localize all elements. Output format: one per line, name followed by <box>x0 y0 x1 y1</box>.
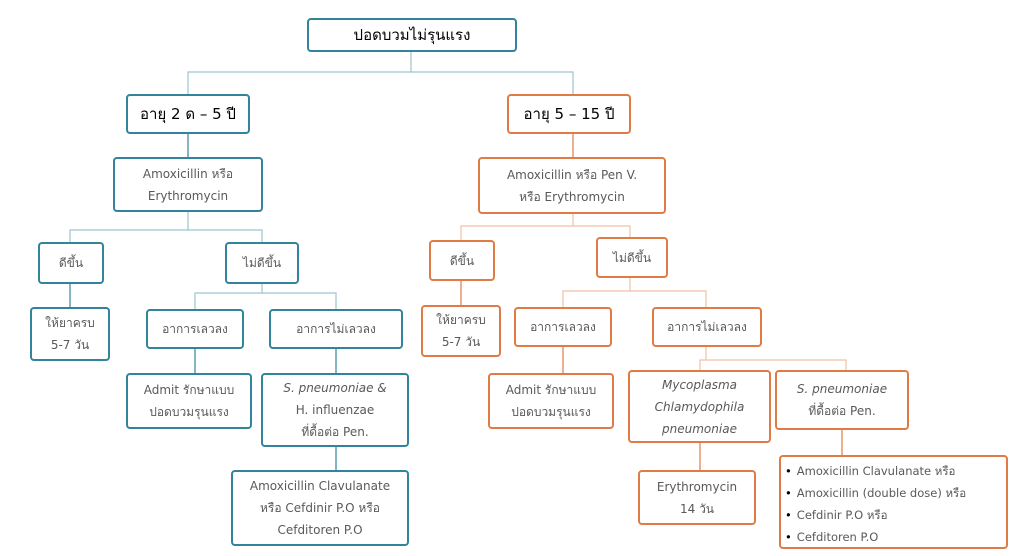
left-pathogen-line1: S. pneumoniae & <box>283 381 387 395</box>
connector-right-notbetter <box>630 290 707 307</box>
right-pathogen-node: S. pneumoniae ที่ดื้อต่อ Pen. <box>775 370 909 430</box>
connector-right-notbetter <box>562 278 631 307</box>
left-notworse-label: อาการไม่เลวลง <box>296 322 376 336</box>
bullet-icon: • <box>785 530 792 544</box>
left-treatment-line2: หรือ Cefdinir P.O หรือ <box>259 501 380 515</box>
list-item: •Amoxicillin Clavulanate หรือ <box>785 464 956 478</box>
right-notbetter-label: ไม่ดีขึ้น <box>612 250 652 265</box>
left-pathogen-line2: H. influenzae <box>295 403 375 417</box>
left-drug-line2: Erythromycin <box>147 188 229 203</box>
root-node: ปอดบวมไม่รุนแรง <box>307 18 517 52</box>
connector-right-notworse <box>699 347 707 370</box>
left-admit-line2: ปอดบวมรุนแรง <box>149 405 229 419</box>
right-worse-node: อาการเลวลง <box>514 307 612 347</box>
left-complete-line1: ให้ยาครบ <box>45 316 95 330</box>
right-myco-line1: Mycoplasma <box>662 377 737 392</box>
right-age-label: อายุ 5 – 15 ปี <box>523 105 615 123</box>
right-complete-line1: ให้ยาครบ <box>436 313 486 327</box>
right-admit-node: Admit รักษาแบบ ปอดบวมรุนแรง <box>488 373 614 429</box>
right-options-node: •Amoxicillin Clavulanate หรือ •Amoxicill… <box>779 455 1008 549</box>
left-better-node: ดีขึ้น <box>38 242 104 284</box>
left-age-node: อายุ 2 ด – 5 ปี <box>126 94 250 134</box>
connector-left-drug <box>69 212 189 242</box>
left-pathogen-node: S. pneumoniae & H. influenzae ที่ดื้อต่อ… <box>261 373 409 447</box>
left-admit-line1: Admit รักษาแบบ <box>143 383 235 397</box>
left-pathogen-line3: ที่ดื้อต่อ Pen. <box>301 425 369 439</box>
right-pathogen-line1: S. pneumoniae <box>796 382 888 396</box>
left-drug-node: Amoxicillin หรือ Erythromycin <box>113 157 263 212</box>
right-notworse-node: อาการไม่เลวลง <box>652 307 762 347</box>
right-drug-line2: หรือ Erythromycin <box>519 189 625 204</box>
left-treatment-node: Amoxicillin Clavulanate หรือ Cefdinir P.… <box>231 470 409 546</box>
connector-right-notworse <box>706 359 847 370</box>
bullet-icon: • <box>785 486 792 500</box>
connector-root <box>187 52 412 94</box>
connector-left-notbetter <box>262 292 337 309</box>
list-item: •Amoxicillin (double dose) หรือ <box>785 486 967 500</box>
bullet-icon: • <box>785 508 792 522</box>
right-better-node: ดีขึ้น <box>429 240 495 281</box>
right-notbetter-node: ไม่ดีขึ้น <box>596 237 668 278</box>
left-worse-label: อาการเลวลง <box>162 322 228 336</box>
right-admit-line1: Admit รักษาแบบ <box>505 383 597 397</box>
connector-left-notbetter <box>194 284 263 309</box>
right-notworse-label: อาการไม่เลวลง <box>667 320 747 334</box>
right-myco-node: Mycoplasma Chlamydophila pneumoniae <box>628 370 771 443</box>
right-erythromycin-line1: Erythromycin <box>656 479 738 494</box>
left-notbetter-label: ไม่ดีขึ้น <box>242 256 282 270</box>
bullet-icon: • <box>785 464 792 478</box>
right-admit-line2: ปอดบวมรุนแรง <box>511 405 591 419</box>
left-better-label: ดีขึ้น <box>58 256 84 270</box>
right-worse-label: อาการเลวลง <box>530 320 596 334</box>
left-admit-node: Admit รักษาแบบ ปอดบวมรุนแรง <box>126 373 252 429</box>
left-notworse-node: อาการไม่เลวลง <box>269 309 403 349</box>
right-myco-line2: Chlamydophila <box>654 399 745 414</box>
right-pathogen-line2: ที่ดื้อต่อ Pen. <box>808 404 876 418</box>
right-complete-line2: 5-7 วัน <box>441 335 481 349</box>
right-options-list: •Amoxicillin Clavulanate หรือ •Amoxicill… <box>785 460 1002 548</box>
right-erythromycin-node: Erythromycin 14 วัน <box>638 470 756 525</box>
left-treatment-line1: Amoxicillin Clavulanate <box>249 479 391 493</box>
list-item: •Cefditoren P.O <box>785 530 879 544</box>
left-notbetter-node: ไม่ดีขึ้น <box>225 242 299 284</box>
left-complete-line2: 5-7 วัน <box>50 338 90 352</box>
connector-left-drug <box>188 229 263 242</box>
right-erythromycin-line2: 14 วัน <box>679 501 715 516</box>
left-treatment-line3: Cefditoren P.O <box>277 523 363 537</box>
right-complete-node: ให้ยาครบ 5-7 วัน <box>421 305 501 357</box>
right-drug-node: Amoxicillin หรือ Pen V. หรือ Erythromyci… <box>478 157 666 214</box>
connector-root <box>411 71 574 94</box>
left-age-label: อายุ 2 ด – 5 ปี <box>140 105 236 123</box>
right-better-label: ดีขึ้น <box>449 253 475 268</box>
left-complete-node: ให้ยาครบ 5-7 วัน <box>30 307 110 361</box>
left-drug-line1: Amoxicillin หรือ <box>142 166 234 181</box>
root-label: ปอดบวมไม่รุนแรง <box>353 26 471 44</box>
right-drug-line1: Amoxicillin หรือ Pen V. <box>506 167 638 182</box>
connector-right-drug <box>573 225 631 237</box>
left-worse-node: อาการเลวลง <box>146 309 244 349</box>
right-myco-line3: pneumoniae <box>662 421 737 436</box>
connector-right-drug <box>460 214 574 240</box>
right-age-node: อายุ 5 – 15 ปี <box>507 94 631 134</box>
list-item: •Cefdinir P.O หรือ <box>785 508 888 522</box>
